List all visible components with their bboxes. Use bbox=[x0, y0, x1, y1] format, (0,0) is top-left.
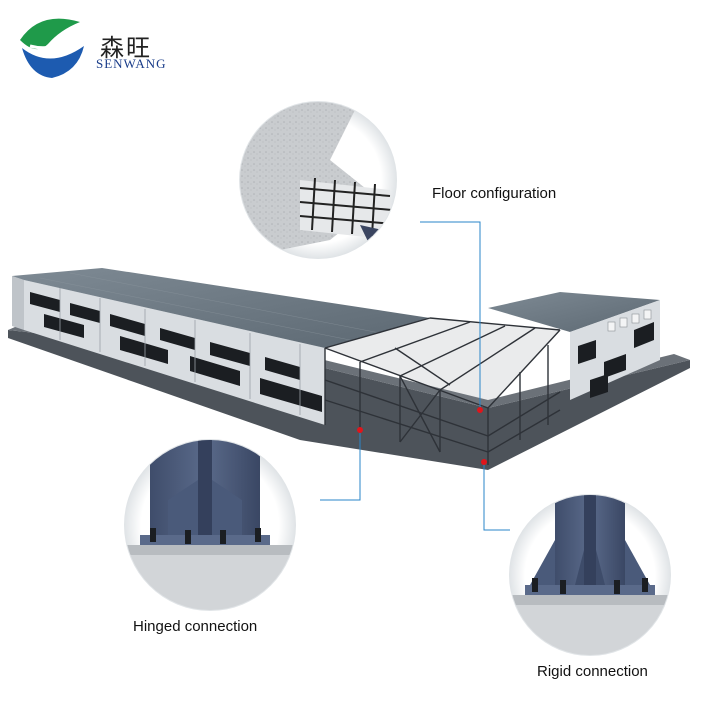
leader-lines bbox=[320, 221, 510, 531]
rigid-connection-detail bbox=[509, 494, 671, 656]
brand-name-en: SENWANG bbox=[96, 56, 167, 71]
hinged-connection-detail bbox=[124, 439, 296, 611]
floor-configuration-detail bbox=[239, 101, 397, 259]
hinged-connection-label: Hinged connection bbox=[133, 618, 258, 635]
brand-name-cn: 森旺 bbox=[100, 34, 152, 62]
rigid-connection-label: Rigid connection bbox=[537, 663, 648, 680]
marker-hinged bbox=[357, 427, 363, 433]
floor-configuration-label: Floor configuration bbox=[432, 185, 557, 202]
brand-logo bbox=[18, 8, 86, 78]
annex-building bbox=[488, 292, 660, 400]
marker-floor bbox=[477, 407, 483, 413]
connection-markers bbox=[357, 407, 487, 465]
marker-rigid bbox=[481, 459, 487, 465]
steel-frame bbox=[324, 317, 561, 465]
main-building bbox=[12, 268, 430, 425]
